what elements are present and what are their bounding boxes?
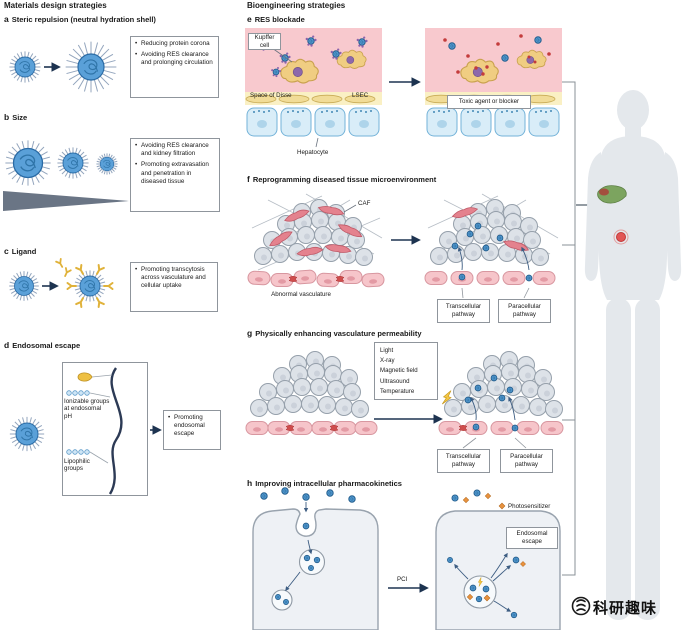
panel-g-art [245, 352, 564, 449]
endosomal-escape-box: Endosomal escape [506, 527, 558, 549]
g-transcellular-box: Transcellular pathway [437, 449, 490, 473]
panel-b-art [3, 140, 129, 211]
hepatocyte-label: Hepatocyte [297, 149, 329, 156]
polymer-curve [108, 367, 123, 495]
panel-b-bullet-box: Avoiding RES clearance and kidney filtra… [130, 138, 220, 212]
stimuli-box: Light X-ray Magnetic field Ultrasound Te… [374, 342, 438, 400]
kupffer-cell-label: Kupffer cell [248, 33, 281, 50]
panel-h-art [252, 487, 561, 630]
body-silhouette [584, 90, 682, 620]
panel-a-art [9, 42, 116, 93]
caf-label: CAF [358, 200, 371, 207]
liver-icon [597, 185, 627, 204]
panel-d-art [10, 367, 162, 495]
lsec-label: LSEC [352, 92, 369, 99]
ionizable-groups-label: Ionizable groups at endosomal pH [64, 398, 110, 420]
panel-d-bullet-box: Promoting endosomal escape [163, 410, 221, 450]
panel-e-art [245, 28, 562, 148]
abnormal-vasculature-label: Abnormal vasculature [271, 291, 331, 298]
tumor-dot [613, 229, 629, 245]
panel-c-bullet-box: Promoting transcytosis across vasculatur… [130, 262, 218, 312]
right-column-header: Bioengineering strategies [247, 1, 346, 10]
panel-c-art [9, 258, 114, 309]
watermark-logo-icon [571, 596, 591, 616]
toxic-agent-label: Toxic agent or blocker [447, 95, 531, 109]
photosensitizer-label: Photosensitizer [508, 503, 551, 510]
left-column-header: Materials design strategies [4, 1, 107, 10]
lipophilic-groups-label: Lipophilic groups [64, 458, 90, 473]
g-paracellular-box: Paracellular pathway [500, 449, 553, 473]
panel-a-bullet-box: Reducing protein coronaAvoiding RES clea… [130, 36, 219, 98]
ionizable-group-icon [77, 372, 93, 382]
bracket-to-body [562, 81, 596, 576]
pci-label: PCI [397, 576, 408, 583]
f-paracellular-box: Paracellular pathway [498, 299, 551, 323]
space-of-disse-label: Space of Disse [250, 92, 292, 99]
watermark-text: 科研趣味 [593, 600, 658, 617]
size-gradient-wedge [3, 191, 129, 211]
f-transcellular-box: Transcellular pathway [437, 299, 490, 323]
panel-d-polymer-box [62, 362, 148, 496]
panel-f-art [247, 193, 559, 299]
